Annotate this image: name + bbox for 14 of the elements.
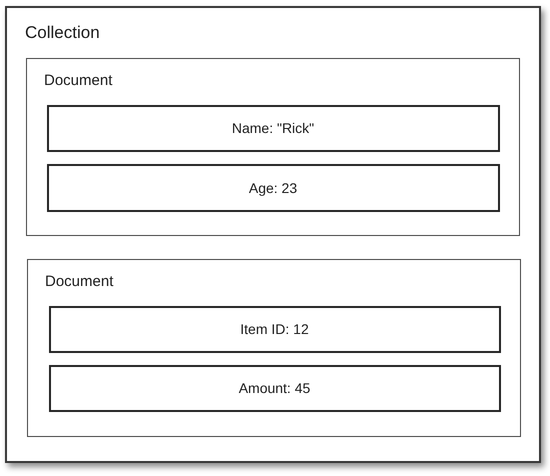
field-row	[46, 104, 500, 152]
document-panel	[26, 58, 520, 236]
field-text: Amount: 45	[238, 379, 310, 397]
field-text: Age: 23	[248, 178, 298, 196]
collection-panel	[5, 6, 541, 463]
field-row	[48, 306, 500, 352]
field-row	[48, 364, 500, 412]
panel-heading: Document	[45, 272, 114, 292]
field-text: Item ID: 12	[240, 320, 309, 338]
panel-heading: Collection	[25, 22, 100, 44]
field-text: Name: "Rick"	[232, 119, 314, 137]
field-row	[46, 164, 500, 212]
document-panel	[27, 259, 521, 437]
panel-heading: Document	[44, 71, 112, 91]
